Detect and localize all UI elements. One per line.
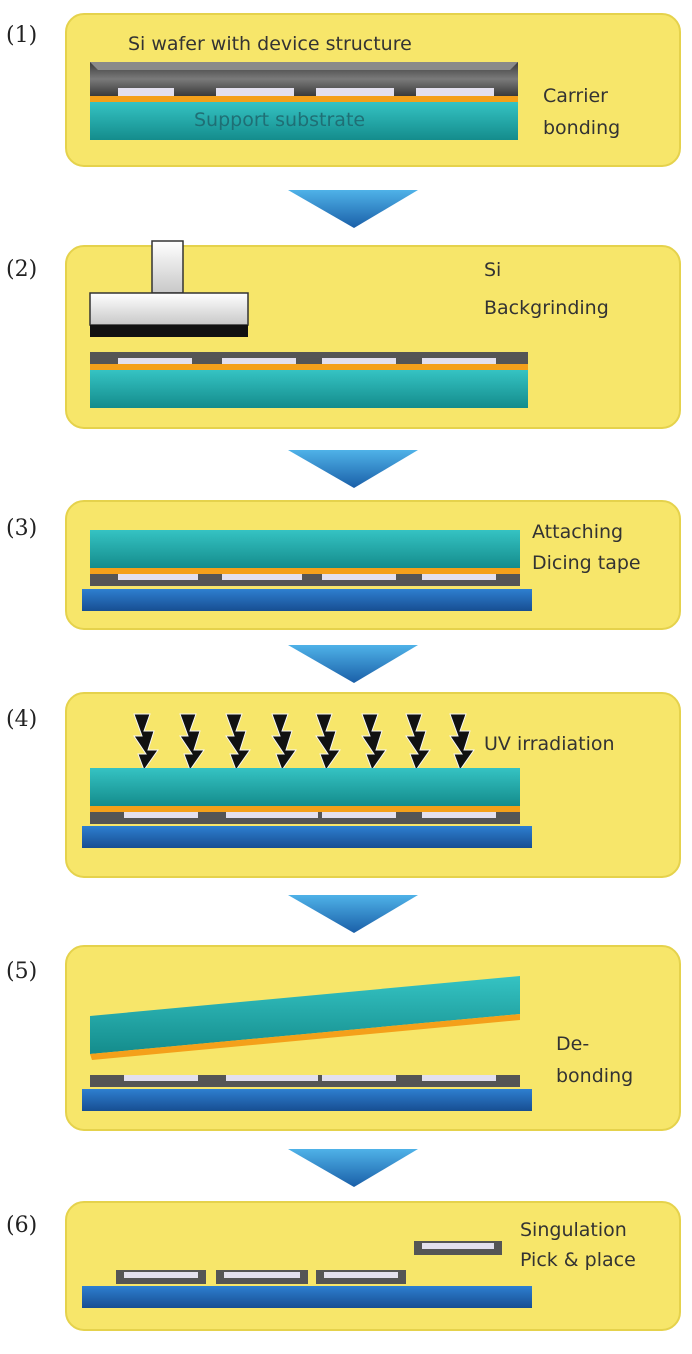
step-5-chip xyxy=(322,1075,396,1081)
step-1-label-line-1: Carrier xyxy=(543,85,608,107)
step-5-adhesive xyxy=(90,1014,520,1060)
step-4-adhesive xyxy=(90,806,520,812)
step-1: (1) Si wafer with device structure Suppo… xyxy=(6,13,681,167)
step-3: (3) Attaching Dicing tape xyxy=(6,500,681,630)
step-2-support-substrate xyxy=(90,370,528,408)
step-1-chip xyxy=(316,88,394,96)
uv-bolt-icon xyxy=(361,713,387,772)
step-4-chip xyxy=(124,812,198,818)
step-2-chip xyxy=(118,358,192,364)
step-3-label-line-2: Dicing tape xyxy=(532,552,641,574)
uv-bolt-icon xyxy=(271,713,297,772)
step-1-support-substrate xyxy=(90,102,518,140)
step-6-chip xyxy=(124,1272,198,1278)
step-6-label-line-1: Singulation xyxy=(520,1219,627,1241)
step-5-chip xyxy=(124,1075,198,1081)
step-5-label-line-2: bonding xyxy=(556,1065,633,1087)
step-2-chip xyxy=(222,358,296,364)
step-6: (6) Singulation Pick & place xyxy=(6,1201,681,1331)
step-1-number: (1) xyxy=(6,23,37,48)
step-2-label-line-2: Backgrinding xyxy=(484,297,609,319)
step-5: (5) De- bonding xyxy=(6,945,681,1131)
step-6-chip xyxy=(324,1272,398,1278)
step-6-dicing-tape xyxy=(82,1286,532,1308)
step-3-dicing-tape xyxy=(82,589,532,611)
step-4-support-substrate xyxy=(90,768,520,806)
step-4-number: (4) xyxy=(6,707,37,732)
step-4-dicing-tape xyxy=(82,826,532,848)
step-2-chip xyxy=(322,358,396,364)
step-4-chip xyxy=(422,812,496,818)
grinder-wheel-icon xyxy=(89,292,249,326)
step-2-thinned-wafer xyxy=(90,352,528,364)
step-5-dicing-tape xyxy=(82,1089,532,1111)
step-3-number: (3) xyxy=(6,516,37,541)
uv-bolt-icon xyxy=(225,713,251,772)
step-2-number: (2) xyxy=(6,257,37,282)
step-1-chip xyxy=(416,88,494,96)
uv-bolt-icon xyxy=(449,713,475,772)
step-1-si-wafer xyxy=(90,62,518,96)
step-3-support-substrate xyxy=(90,530,520,568)
step-3-chip xyxy=(322,574,396,580)
step-1-chip xyxy=(118,88,174,96)
step-6-label-line-2: Pick & place xyxy=(520,1249,636,1271)
step-1-wafer-bevel xyxy=(90,62,518,70)
step-2-chip xyxy=(422,358,496,364)
down-arrow-icon xyxy=(288,190,418,228)
grinder-spindle-icon xyxy=(151,240,184,294)
down-arrow-icon xyxy=(288,1149,418,1187)
step-5-number: (5) xyxy=(6,959,37,984)
step-6-number: (6) xyxy=(6,1213,37,1238)
step-5-label-line-1: De- xyxy=(556,1033,589,1055)
step-4-chip xyxy=(322,812,396,818)
down-arrow-icon xyxy=(288,895,418,933)
step-1-chip xyxy=(216,88,294,96)
uv-bolt-icon xyxy=(179,713,205,772)
step-3-adhesive xyxy=(90,568,520,574)
step-6-chip xyxy=(422,1243,494,1249)
step-2-adhesive xyxy=(90,364,528,370)
step-3-chip xyxy=(222,574,302,580)
down-arrow-icon xyxy=(288,450,418,488)
step-5-chip xyxy=(422,1075,496,1081)
step-6-chip xyxy=(224,1272,300,1278)
step-3-chip xyxy=(422,574,496,580)
uv-bolt-icon xyxy=(405,713,431,772)
step-1-adhesive xyxy=(90,96,518,102)
step-5-chip xyxy=(226,1075,318,1081)
uv-bolt-icon xyxy=(315,713,341,772)
step-1-label-line-2: bonding xyxy=(543,117,620,139)
step-1-wafer-label: Si wafer with device structure xyxy=(128,33,412,55)
uv-bolts-group xyxy=(133,713,475,772)
step-4: (4) UV irradiation xyxy=(6,692,681,878)
step-4-label-line-1: UV irradiation xyxy=(484,733,615,755)
step-2-label-line-1: Si xyxy=(484,259,501,281)
down-arrow-icon xyxy=(288,645,418,683)
step-5-support-substrate xyxy=(90,976,520,1054)
step-1-substrate-label: Support substrate xyxy=(194,109,365,131)
uv-bolt-icon xyxy=(133,713,159,772)
step-2: (2) Si Backgrinding xyxy=(6,240,681,429)
grinder-wheel-base xyxy=(90,325,248,337)
step-3-label-line-1: Attaching xyxy=(532,521,623,543)
step-4-chip xyxy=(226,812,318,818)
step-3-chip xyxy=(118,574,198,580)
